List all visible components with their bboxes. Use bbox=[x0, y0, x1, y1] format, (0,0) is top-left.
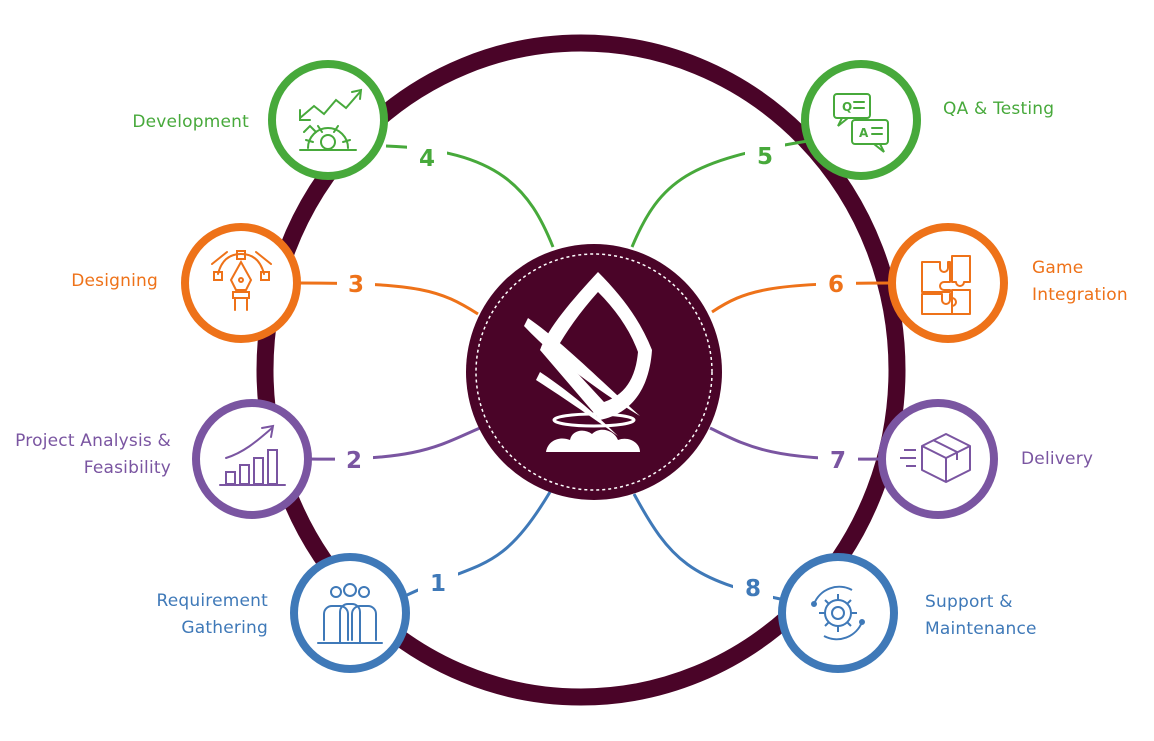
outer-ring bbox=[256, 34, 906, 706]
step-circle-2 bbox=[192, 399, 312, 519]
step-number-6: 6 bbox=[828, 272, 844, 298]
step-number-4: 4 bbox=[419, 146, 435, 172]
connector-3 bbox=[298, 281, 479, 316]
step-label-4-line-1: Development bbox=[132, 112, 249, 132]
delivery-box-icon bbox=[900, 433, 971, 483]
team-icon bbox=[317, 583, 383, 644]
step-label-6-line-1: Game bbox=[1032, 258, 1084, 278]
step-label-8-line-1: Support & bbox=[925, 592, 1013, 612]
pen-tool-icon bbox=[211, 250, 272, 311]
rocket-logo-icon bbox=[524, 272, 652, 452]
step-circle-7 bbox=[878, 399, 998, 519]
qa-chat-icon: Q A bbox=[833, 93, 889, 153]
development-gear-icon bbox=[299, 88, 363, 151]
support-gear-icon bbox=[811, 585, 865, 641]
step-label-6: Game Integration bbox=[1032, 255, 1128, 309]
step-label-5: QA & Testing bbox=[943, 96, 1054, 123]
step-label-8: Support & Maintenance bbox=[925, 589, 1037, 643]
growth-chart-icon bbox=[219, 424, 286, 486]
step-circle-4 bbox=[268, 60, 388, 180]
step-label-5-line-1: QA & Testing bbox=[943, 99, 1055, 119]
puzzle-icon bbox=[921, 255, 971, 315]
step-number-1: 1 bbox=[430, 571, 446, 597]
step-circle-8 bbox=[778, 553, 898, 673]
svg-text:Q: Q bbox=[842, 100, 852, 114]
step-label-1-line-2: Gathering bbox=[181, 618, 268, 638]
step-circles bbox=[181, 60, 1008, 673]
step-number-8: 8 bbox=[745, 576, 761, 602]
step-label-8-line-2: Maintenance bbox=[925, 619, 1037, 639]
step-numbers: 1 2 3 4 5 6 7 8 bbox=[335, 142, 858, 602]
step-label-7: Delivery bbox=[1021, 446, 1093, 473]
step-number-3: 3 bbox=[348, 272, 364, 298]
step-number-5: 5 bbox=[757, 144, 773, 170]
step-label-4: Development bbox=[132, 109, 249, 136]
step-label-6-line-2: Integration bbox=[1032, 285, 1128, 305]
connector-2 bbox=[308, 426, 481, 461]
step-label-2: Project Analysis & Feasibility bbox=[15, 428, 171, 482]
step-label-3-line-1: Designing bbox=[71, 271, 158, 291]
step-label-3: Designing bbox=[71, 268, 158, 295]
step-label-2-line-2: Feasibility bbox=[83, 458, 171, 478]
step-label-7-line-1: Delivery bbox=[1021, 449, 1094, 469]
step-number-2: 2 bbox=[346, 448, 362, 474]
connector-6 bbox=[711, 281, 891, 314]
svg-text:A: A bbox=[859, 126, 869, 140]
step-label-1-line-1: Requirement bbox=[156, 591, 268, 611]
step-circle-1 bbox=[290, 553, 410, 673]
step-label-2-line-1: Project Analysis & bbox=[15, 431, 171, 451]
center-logo bbox=[466, 244, 722, 500]
step-number-7: 7 bbox=[830, 448, 846, 474]
step-label-1: Requirement Gathering bbox=[156, 588, 268, 642]
